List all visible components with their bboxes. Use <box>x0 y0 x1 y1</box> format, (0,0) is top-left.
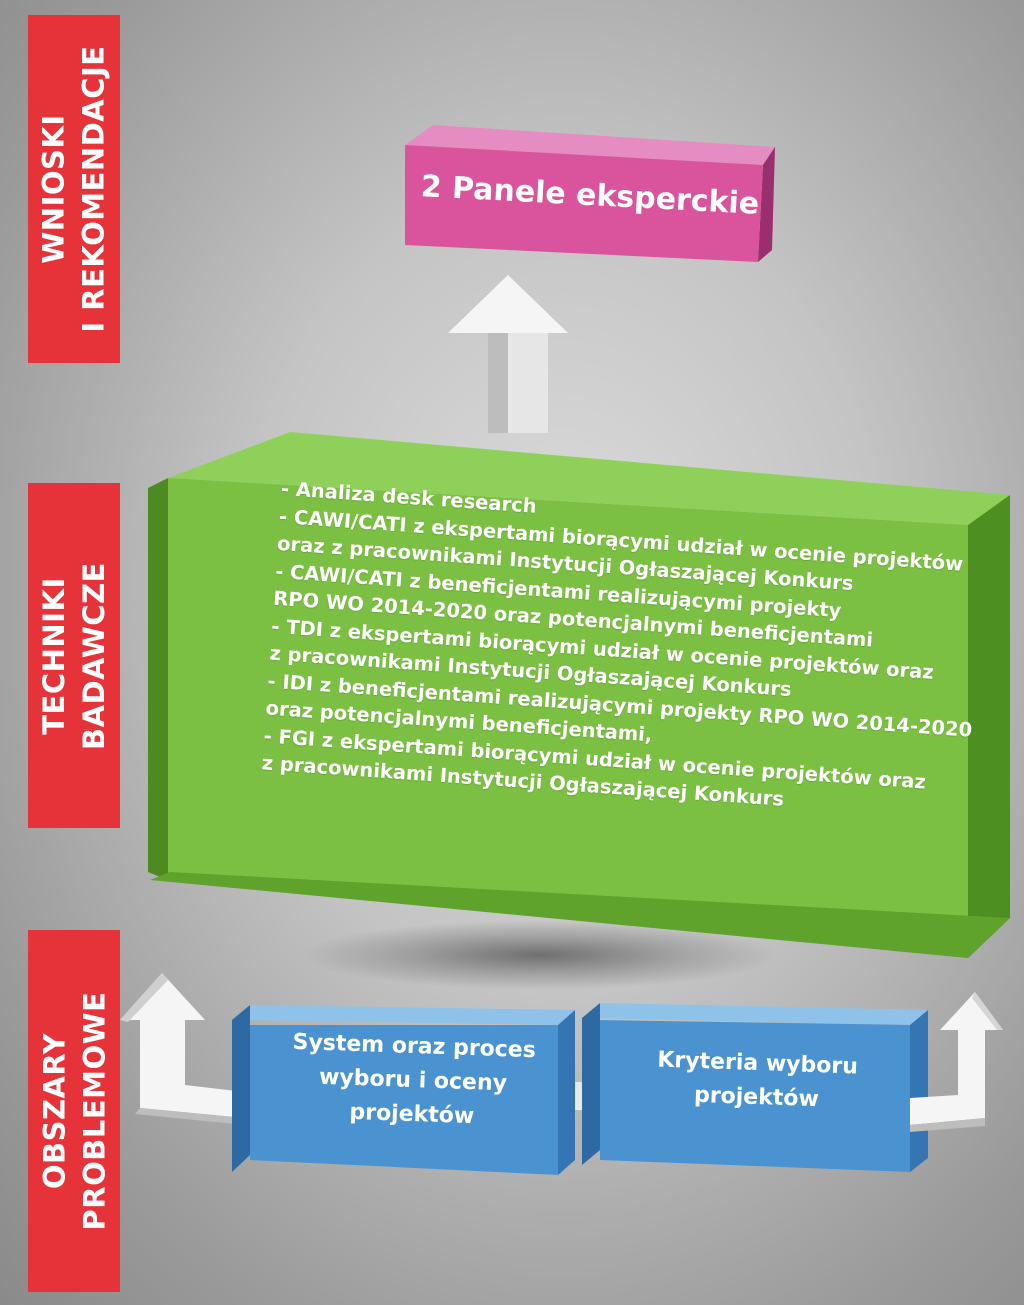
blue-box-2-line: projektów <box>693 1082 820 1112</box>
blue-box-1-label: System oraz proces wyboru i oceny projek… <box>266 1013 560 1148</box>
blue-box-1 <box>232 1005 575 1175</box>
pink-box <box>405 125 775 262</box>
research-techniques-list: - Analiza desk research - CAWI/CATI z ek… <box>261 475 1000 827</box>
blue-box-2 <box>582 1003 928 1172</box>
elbow-arrow-left-icon <box>120 973 245 1125</box>
blue-box-2-label: Kryteria wyboru projektów <box>610 1013 904 1148</box>
blue-box-2-line: Kryteria wyboru <box>656 1047 859 1080</box>
elbow-arrow-right-icon <box>910 992 1003 1132</box>
label-techniki-badawcze: TECHNIKI BADAWCZE <box>28 483 120 828</box>
label-obszary-problemowe: OBSZARY PROBLEMOWE <box>28 930 120 1292</box>
label-wnioski-rekomendacje: WNIOSKI I REKOMENDACJE <box>28 15 120 363</box>
arrow-up-icon <box>448 275 568 433</box>
green-box <box>148 432 1010 958</box>
